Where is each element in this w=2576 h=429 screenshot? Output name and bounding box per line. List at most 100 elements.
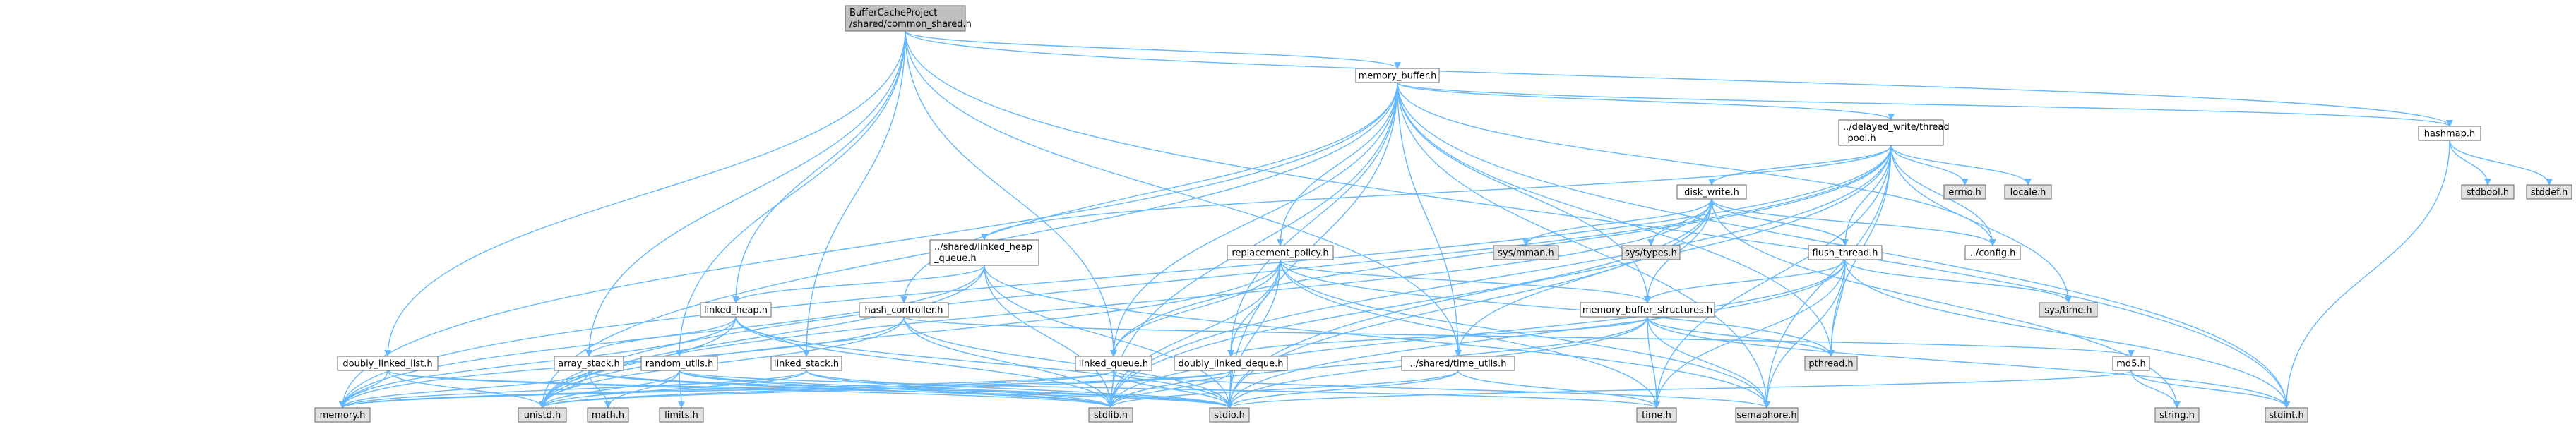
edge-linked_queue_h-to-memory_h [339,370,1114,409]
node-label: limits.h [664,411,698,421]
edge-hash_controller_h-to-stdio_h [903,316,1233,409]
edge-linked_heap_h-to-stdlib_h [735,316,1114,409]
node-box [2004,184,2052,200]
edge-linked_queue_h-to-semaphore_h [1113,370,1770,409]
edge-memory_buffer_structures_h-to-time_h [1647,316,1660,409]
node-unistd-h: unistd.h [518,407,567,423]
node-label: disk_write.h [1684,188,1739,198]
node-box [1401,356,1515,371]
edge-doubly_linked_deque_h-to-memory_h [339,370,1232,409]
node-box [640,356,718,371]
node-random-utils-h[interactable]: random_utils.h [640,356,718,371]
edge-memory_buffer_structures_h-to-pthread_h [1647,316,1835,357]
edge-disk_write_h-to-sys_mman_h [1522,198,1712,246]
edge-shared_time_utils_h-to-stdio_h [1226,370,1459,409]
node-config-h[interactable]: ../config.h [1964,245,2021,260]
edge-root-to-linked_stack_h [803,30,906,357]
node-memory-buffer-structures-h[interactable]: memory_buffer_structures.h [1580,302,1715,318]
node-hash-controller-h[interactable]: hash_controller.h [859,302,949,318]
node-math-h: math.h [587,407,629,423]
edge-delayed_write_thread_pool_h-to-semaphore_h [1763,145,1892,409]
edge-disk_write_h-to-sys_types_h [1647,198,1712,246]
node-label: errno.h [1948,188,1981,198]
node-box [314,407,371,423]
node-root[interactable]: BufferCacheProject/shared/common_shared.… [845,5,972,32]
edge-flush_thread_h-to-disk_write_h [1708,198,1846,246]
edge-replacement_policy_h-to-memory_buffer_structures_h [1280,259,1651,303]
node-box [2112,356,2150,371]
edge-flush_thread_h-to-stdio_h [1226,259,1846,409]
node-stdbool-h: stdbool.h [2461,184,2515,200]
node-box [1676,184,1747,200]
edge-hash_controller_h-to-md5_h [903,316,2135,357]
edge-linked_heap_h-to-stdio_h [735,316,1233,409]
node-label: linked_heap.h [704,306,768,316]
node-label: ../delayed_write/thread [1843,122,1950,133]
node-replacement-policy-h[interactable]: replacement_policy.h [1227,245,1334,260]
edge-root-to-memory_buffer_h [905,30,1401,69]
edge-doubly_linked_deque_h-to-unistd_h [539,370,1232,409]
node-memory-buffer-h[interactable]: memory_buffer.h [1355,68,1440,83]
edge-memory_buffer_h-to-linked_queue_h [1110,82,1398,357]
node-box [1493,245,1559,260]
node-hashmap-h[interactable]: hashmap.h [2418,126,2481,141]
edge-flush_thread_h-to-time_h [1653,259,1846,409]
node-box [1943,184,1986,200]
node-shared-linked-heap-queue-h[interactable]: ../shared/linked_heap_queue.h [929,239,1039,266]
node-flush-thread-h[interactable]: flush_thread.h [1808,245,1883,260]
edge-linked_stack_h-to-memory_h [339,370,807,409]
node-doubly-linked-deque-h[interactable]: doubly_linked_deque.h [1174,356,1288,371]
node-box [1075,356,1152,371]
edge-replacement_policy_h-to-semaphore_h [1280,259,1770,409]
node-box [845,5,966,32]
node-linked-stack-h[interactable]: linked_stack.h [770,356,842,371]
node-box [518,407,567,423]
node-label: memory_buffer.h [1359,71,1437,82]
edge-flush_thread_h-to-semaphore_h [1763,259,1846,409]
edge-memory_buffer_h-to-replacement_policy_h [1277,82,1398,246]
edge-linked_stack_h-to-unistd_h [539,370,807,409]
edge-delayed_write_thread_pool_h-to-stdlib_h [1107,145,1892,409]
edge-shared_linked_heap_queue_h-to-stdlib_h [984,265,1114,409]
node-array-stack-h[interactable]: array_stack.h [554,356,624,371]
edge-replacement_policy_h-to-linked_queue_h [1110,259,1281,357]
edge-random_utils_h-to-unistd_h [539,370,680,409]
node-doubly-linked-list-h[interactable]: doubly_linked_list.h [337,356,439,371]
node-label: md5.h [2116,359,2146,370]
node-label: array_stack.h [558,359,619,370]
edge-replacement_policy_h-to-unistd_h [539,259,1281,409]
node-sys-types-h: sys/types.h [1621,245,1681,260]
edge-delayed_write_thread_pool_h-to-memory_h [339,145,1892,409]
node-pthread-h: pthread.h [1804,356,1858,371]
node-shared-time-utils-h[interactable]: ../shared/time_utils.h [1401,356,1515,371]
node-label: memory.h [320,411,366,421]
edge-array_stack_h-to-memory_h [339,370,590,409]
node-label: math.h [592,411,624,421]
edge-flush_thread_h-to-stdint_h [1844,259,2290,409]
node-md5-h[interactable]: md5.h [2112,356,2150,371]
node-box [1355,68,1440,83]
node-box [337,356,439,371]
node-label: doubly_linked_list.h [342,359,432,370]
node-delayed-write-thread-pool-h[interactable]: ../delayed_write/thread_pool.h [1838,119,1950,146]
node-label: flush_thread.h [1813,248,1878,259]
node-box [1088,407,1133,423]
edge-memory_buffer_h-to-delayed_write_thread_pool_h [1397,82,1895,121]
edge-memory_buffer_structures_h-to-stdint_h [1647,316,2290,409]
edge-hash_controller_h-to-stdlib_h [903,316,1114,409]
node-linked-queue-h[interactable]: linked_queue.h [1075,356,1152,371]
node-disk-write-h[interactable]: disk_write.h [1676,184,1747,200]
node-label: hash_controller.h [865,306,943,316]
edge-memory_buffer_h-to-shared_time_utils_h [1397,82,1462,357]
edge-disk_write_h-to-string_h [1711,198,2181,409]
node-box [1838,119,1944,146]
edge-shared_linked_heap_queue_h-to-unistd_h [539,265,985,409]
edge-flush_thread_h-to-memory_buffer_structures_h [1644,259,1846,303]
edge-flush_thread_h-to-sys_time_h [1844,259,2072,303]
edge-disk_write_h-to-config_h [1711,198,1996,246]
node-label: _queue.h [934,253,977,264]
node-linked-heap-h[interactable]: linked_heap.h [700,302,772,318]
node-box [1964,245,2021,260]
edge-linked_stack_h-to-stdlib_h [806,370,1114,409]
